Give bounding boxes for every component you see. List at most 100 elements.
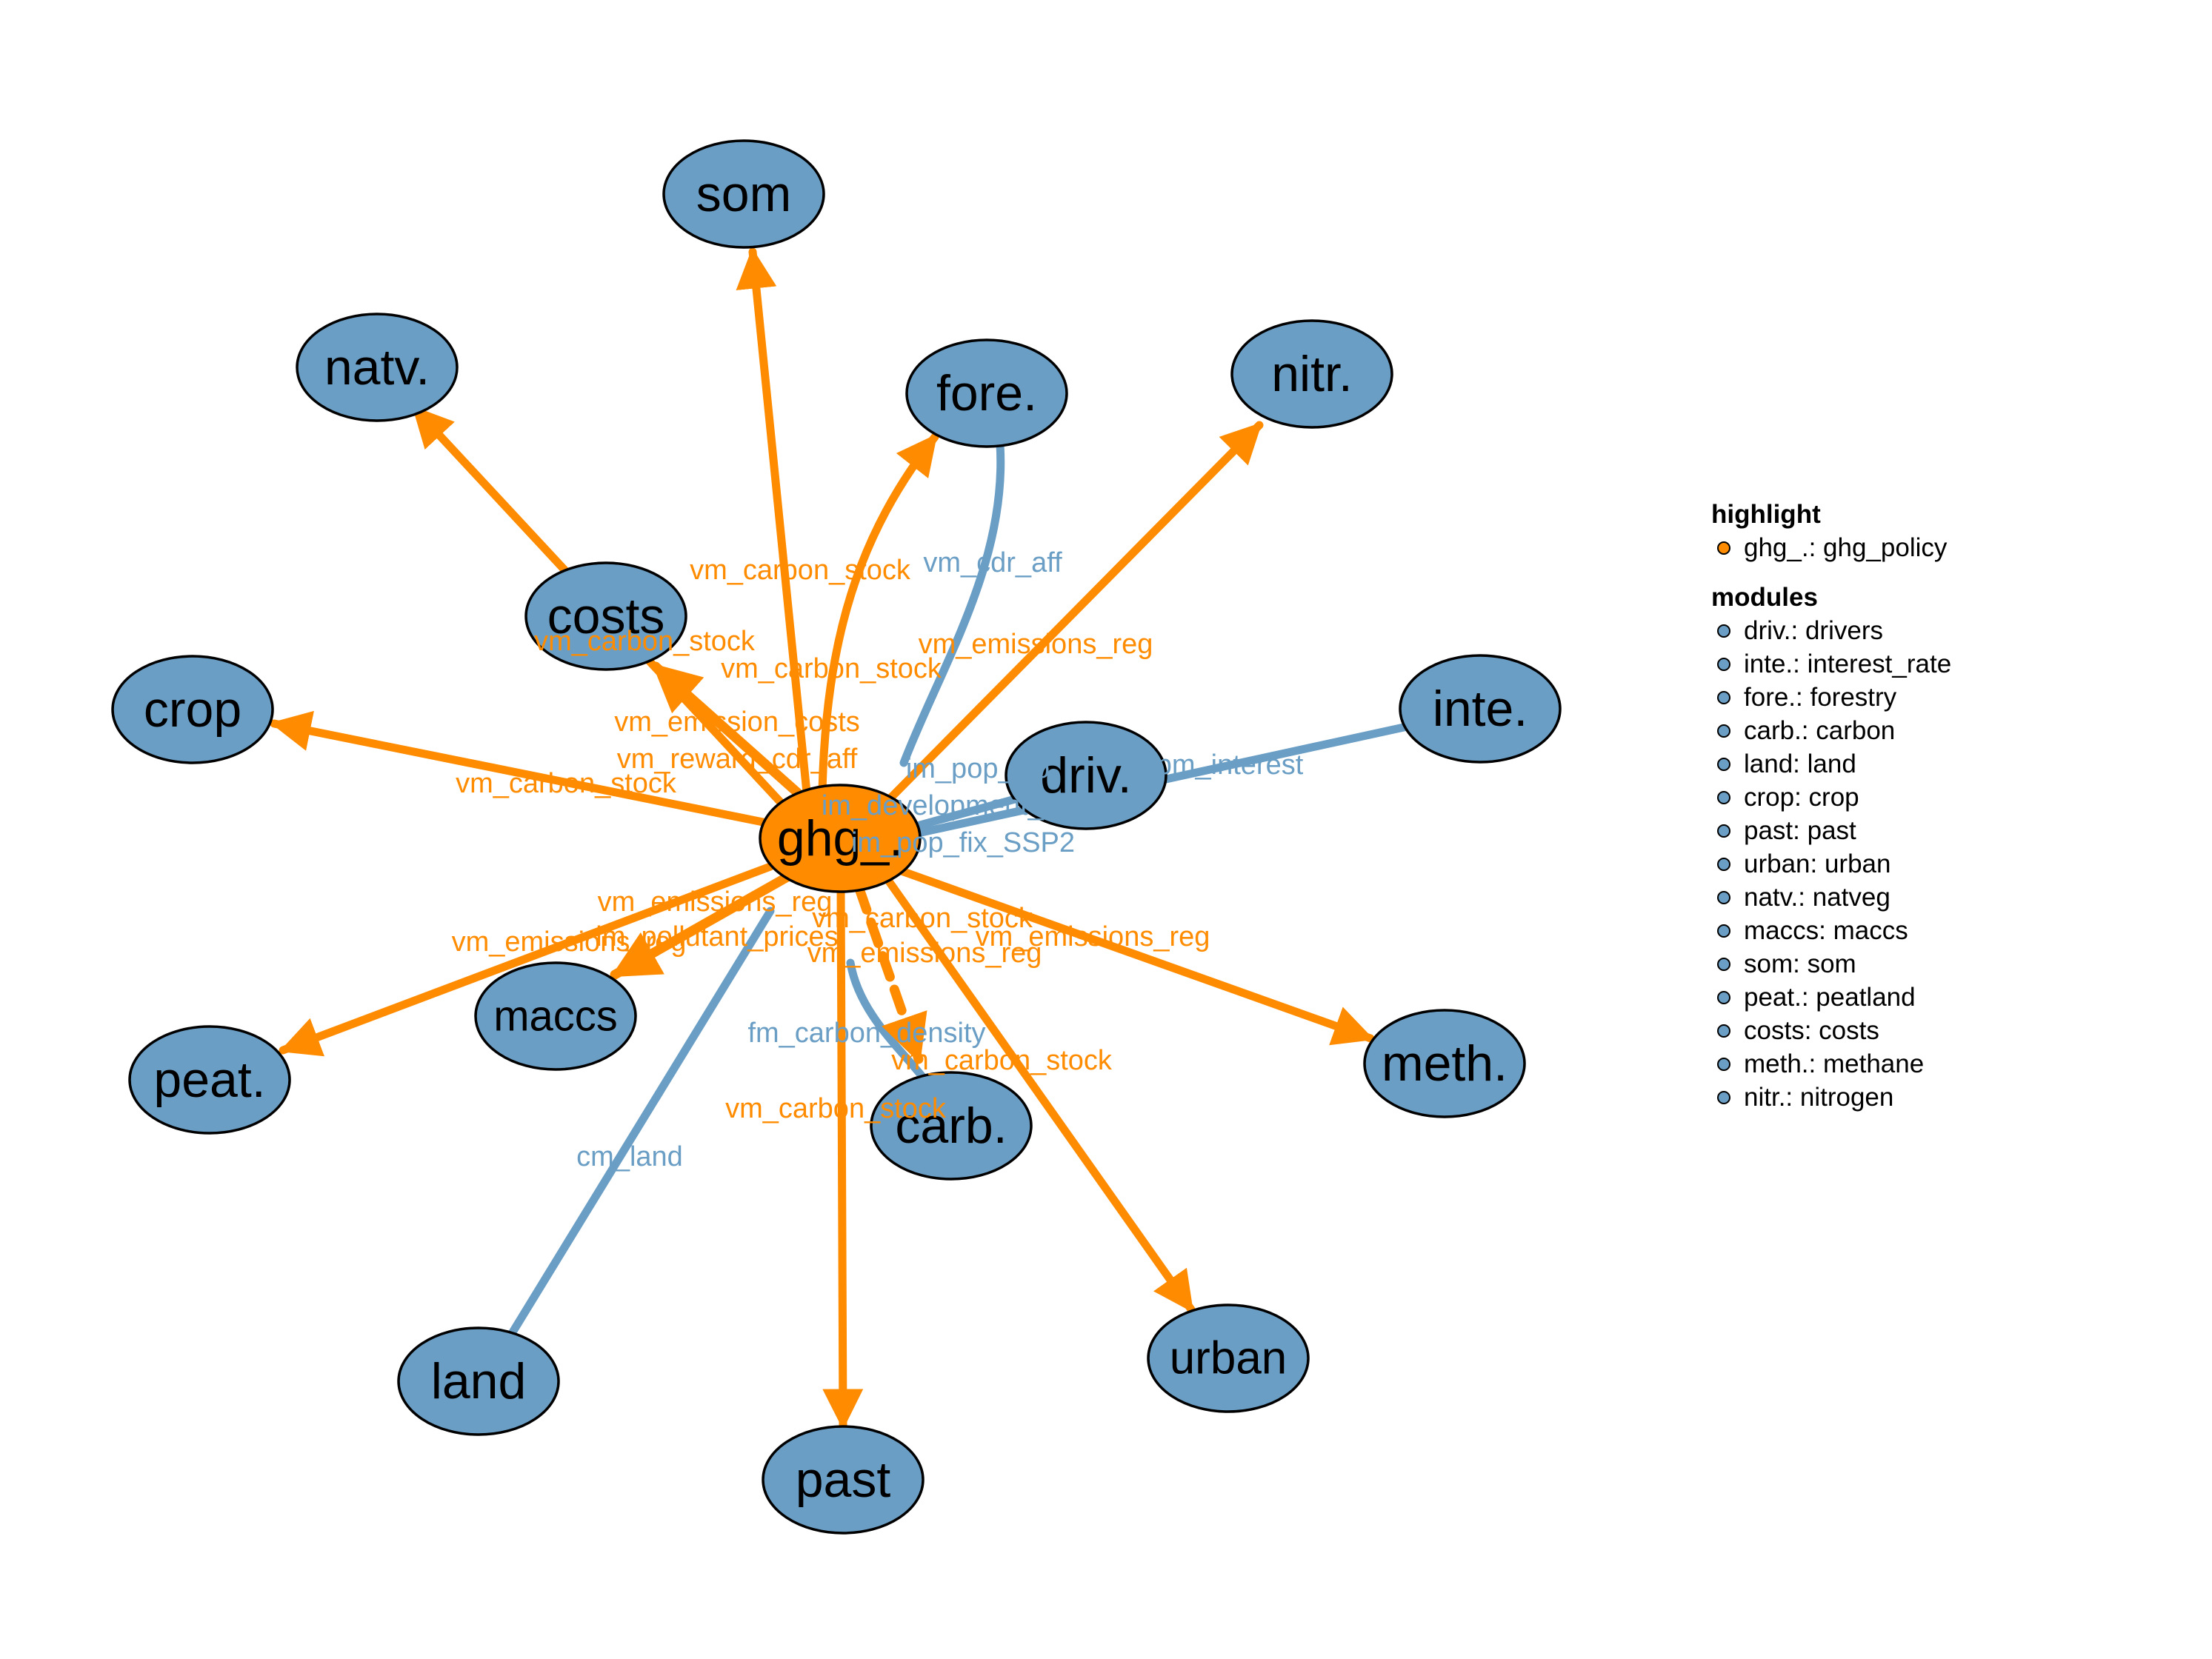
legend-item: crop: crop — [1711, 781, 2156, 814]
edge-label-crop: vm_carbon_stock — [456, 768, 677, 799]
node-maccs[interactable]: maccs — [474, 961, 637, 1071]
node-som[interactable]: som — [662, 139, 825, 249]
node-carb[interactable]: carb. — [870, 1071, 1033, 1181]
edge-label-nitr: vm_emissions_reg — [919, 629, 1153, 660]
legend-item-label: nitr.: nitrogen — [1744, 1083, 1894, 1112]
edge-label-driv-3: im_pop_fix_SSP2 — [851, 827, 1075, 858]
legend-item: costs: costs — [1711, 1014, 2156, 1047]
legend-item-label: meth.: methane — [1744, 1049, 1925, 1078]
edge-label-carb-1: vm_carbon_stock — [812, 903, 1033, 934]
legend-dot-icon — [1717, 957, 1730, 971]
legend-modules-list: driv.: drivers inte.: interest_rate fore.:… — [1711, 614, 2156, 1114]
svg-text:carb.: carb. — [895, 1098, 1007, 1154]
edge-label-carb-2: vm_emissions_reg — [807, 938, 1042, 969]
svg-text:ghg_.: ghg_. — [777, 810, 903, 867]
edge-label-peat: vm_emissions_reg — [452, 927, 687, 958]
edge-ghg-to-meth — [885, 862, 1375, 1046]
legend-dot-icon — [1717, 990, 1730, 1004]
legend-dot-icon — [1717, 624, 1730, 638]
edge-label-fore-in: vm_cdr_aff — [923, 547, 1062, 578]
legend-item-label: carb.: carbon — [1744, 716, 1896, 745]
edge-ghg-to-past — [822, 884, 864, 1430]
legend-item-label: natv.: natveg — [1744, 883, 1890, 912]
legend-dot-icon — [1717, 1024, 1730, 1038]
edge-land-to-ghg — [507, 907, 775, 1339]
svg-text:fore.: fore. — [936, 365, 1037, 421]
node-peat[interactable]: peat. — [128, 1025, 291, 1135]
legend-item: natv.: natveg — [1711, 881, 2156, 914]
node-urban[interactable]: urban — [1147, 1304, 1310, 1413]
edge-ghg-to-crop — [270, 710, 767, 827]
edge-label-costs-2: vm_reward_cdr_aff — [617, 744, 858, 775]
edge-label-fore-out: vm_carbon_stock — [721, 653, 942, 684]
legend-item: urban: urban — [1711, 847, 2156, 881]
edge-label-maccs-1: vm_emissions_reg — [598, 887, 833, 918]
legend-item-label: peat.: peatland — [1744, 983, 1916, 1012]
node-costs[interactable]: costs — [524, 561, 687, 671]
node-crop[interactable]: crop — [111, 655, 274, 764]
node-fore[interactable]: fore. — [905, 338, 1068, 448]
svg-text:costs: costs — [547, 588, 665, 644]
edge-label-meth: vm_emissions_reg — [976, 921, 1210, 952]
legend-dot-icon — [1717, 857, 1730, 871]
svg-text:peat.: peat. — [153, 1052, 265, 1108]
legend-item-label: urban: urban — [1744, 849, 1891, 878]
legend-item-label: inte.: interest_rate — [1744, 650, 1952, 678]
legend-dot-icon — [1717, 541, 1730, 555]
svg-text:som: som — [696, 166, 791, 222]
svg-text:urban: urban — [1170, 1333, 1287, 1384]
legend: highlight ghg_.: ghg_policy modules driv… — [1711, 498, 2156, 1114]
legend-item-label: crop: crop — [1744, 783, 1859, 812]
legend-highlight-title: highlight — [1711, 500, 1821, 529]
edge-ghg-to-urban — [885, 877, 1196, 1314]
edge-ghg-to-carb — [854, 884, 927, 1064]
legend-item: land: land — [1711, 747, 2156, 781]
legend-item-label: maccs: maccs — [1744, 916, 1908, 945]
node-land[interactable]: land — [397, 1326, 560, 1436]
legend-dot-icon — [1717, 1090, 1730, 1104]
legend-item-label: fore.: forestry — [1744, 683, 1897, 712]
legend-dot-icon — [1717, 724, 1730, 738]
legend-dot-icon — [1717, 890, 1730, 904]
legend-item: past: past — [1711, 814, 2156, 847]
svg-text:driv.: driv. — [1040, 747, 1131, 804]
legend-item: inte.: interest_rate — [1711, 647, 2156, 681]
svg-text:land: land — [431, 1353, 527, 1409]
legend-dot-icon — [1717, 757, 1730, 771]
edge-label-maccs-2: im_pollutant_prices — [596, 921, 838, 952]
node-natv[interactable]: natv. — [296, 313, 459, 422]
svg-text:crop: crop — [144, 681, 241, 738]
node-ghg[interactable]: ghg_. — [759, 784, 922, 893]
legend-item: ghg_.: ghg_policy — [1711, 531, 2156, 564]
legend-item: maccs: maccs — [1711, 914, 2156, 947]
node-meth[interactable]: meth. — [1363, 1009, 1526, 1118]
edge-label-som: vm_carbon_stock — [690, 555, 911, 586]
legend-item: carb.: carbon — [1711, 714, 2156, 747]
svg-text:past: past — [796, 1452, 891, 1508]
node-past[interactable]: past — [762, 1425, 925, 1535]
legend-item-label: driv.: drivers — [1744, 616, 1883, 645]
edge-label-driv-2: im_development_state — [822, 790, 1105, 821]
legend-item: peat.: peatland — [1711, 981, 2156, 1014]
edge-label-inte: pm_interest — [1156, 750, 1304, 781]
legend-dot-icon — [1717, 824, 1730, 838]
legend-item: nitr.: nitrogen — [1711, 1081, 2156, 1114]
edge-ghg-to-nitr — [862, 421, 1264, 827]
node-nitr[interactable]: nitr. — [1230, 319, 1393, 429]
legend-dot-icon — [1717, 1057, 1730, 1071]
edge-ghg-to-fore — [818, 433, 939, 797]
svg-text:nitr.: nitr. — [1271, 346, 1353, 402]
node-driv[interactable]: driv. — [1005, 721, 1167, 830]
edge-ghg-to-maccs — [610, 869, 798, 980]
edge-label-past: vm_carbon_stock — [725, 1093, 947, 1124]
legend-highlight-list: ghg_.: ghg_policy — [1711, 531, 2156, 564]
legend-dot-icon — [1717, 924, 1730, 938]
node-inte[interactable]: inte. — [1399, 654, 1562, 764]
svg-text:inte.: inte. — [1433, 681, 1528, 737]
legend-item-label: ghg_.: ghg_policy — [1744, 533, 1948, 562]
edge-ghg-to-peat — [279, 862, 775, 1057]
svg-text:natv.: natv. — [324, 339, 430, 395]
edge-label-driv-1: im_pop_iso — [906, 753, 1050, 784]
edge-label-natv: vm_carbon_stock — [534, 626, 756, 657]
legend-item: som: som — [1711, 947, 2156, 981]
